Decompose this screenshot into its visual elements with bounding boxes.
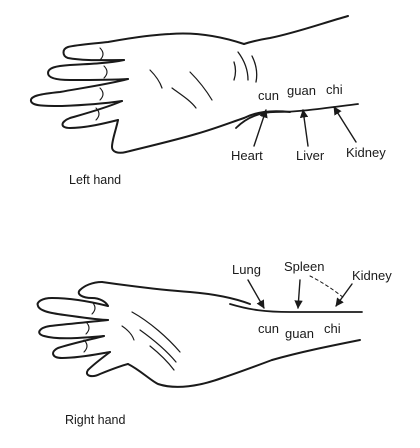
right-kidney-label: Kidney — [352, 268, 392, 283]
right-hand-caption: Right hand — [65, 413, 126, 427]
left-chi-label: chi — [326, 82, 343, 97]
left-guan-label: guan — [287, 83, 316, 98]
right-guan-label: guan — [285, 326, 314, 341]
heart-pointer — [253, 109, 268, 147]
left-hand-pointers — [253, 106, 357, 147]
left-heart-label: Heart — [231, 148, 263, 163]
right-hand-pointers — [247, 275, 353, 309]
right-cun-label: cun — [258, 321, 279, 336]
right-lung-label: Lung — [232, 262, 261, 277]
left-hand-caption: Left hand — [69, 173, 122, 187]
kidney-pointer — [333, 106, 357, 143]
right-spleen-label: Spleen — [284, 259, 325, 274]
lung-pointer — [247, 279, 265, 309]
spleen-pointer — [294, 279, 303, 309]
spleen-dashed-link — [309, 275, 345, 299]
left-kidney-label: Kidney — [346, 145, 386, 160]
right-chi-label: chi — [324, 321, 341, 336]
liver-pointer — [299, 109, 309, 147]
right-hand-drawing — [36, 281, 363, 388]
kidney-pointer-right — [335, 283, 353, 307]
left-hand-drawing — [30, 15, 359, 154]
left-liver-label: Liver — [296, 148, 325, 163]
left-cun-label: cun — [258, 88, 279, 103]
